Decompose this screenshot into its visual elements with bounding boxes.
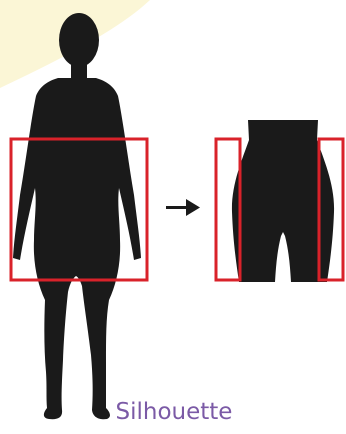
full-body-female-silhouette: [13, 13, 141, 419]
silhouette-head: [59, 13, 99, 67]
silhouette-neck: [71, 60, 87, 80]
silhouette-body: [13, 78, 141, 419]
arrow-right-icon: [166, 199, 200, 216]
caption-text: Silhouette: [108, 397, 240, 427]
